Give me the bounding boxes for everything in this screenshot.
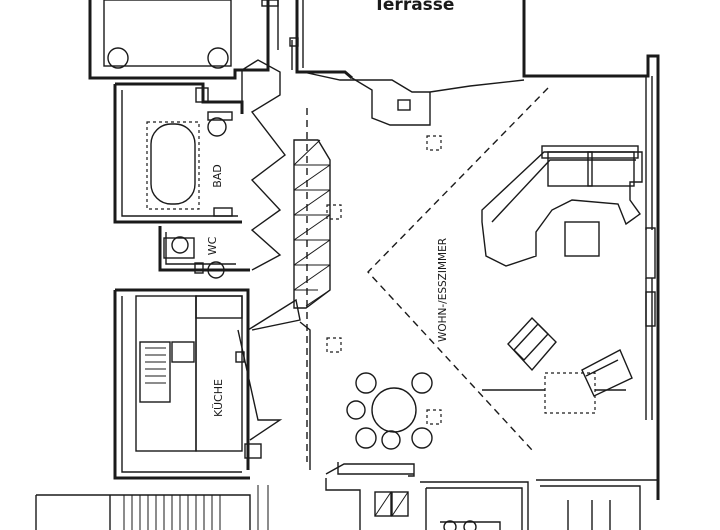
living-dining-room: WOHN-/ESSZIMMER xyxy=(306,87,549,462)
staircase xyxy=(293,139,331,309)
terrace-area: Terrasse xyxy=(295,0,660,500)
armchairs xyxy=(482,316,633,414)
wc: WC xyxy=(158,226,250,279)
dining-table xyxy=(346,372,433,450)
kitchen: KÜCHE xyxy=(113,288,250,480)
room-label-living: WOHN-/ESSZIMMER xyxy=(437,238,449,342)
room-label-bath: BAD xyxy=(211,164,224,188)
room-label-wc: WC xyxy=(206,236,219,255)
bathroom: BAD xyxy=(113,82,244,224)
living-room-walls xyxy=(302,71,656,420)
bottom-section xyxy=(35,462,658,530)
sofa-group xyxy=(481,145,643,267)
room-label-kitchen: KÜCHE xyxy=(212,379,225,417)
room-label-terrace: Terrasse xyxy=(374,0,455,15)
top-left-room xyxy=(88,0,299,80)
